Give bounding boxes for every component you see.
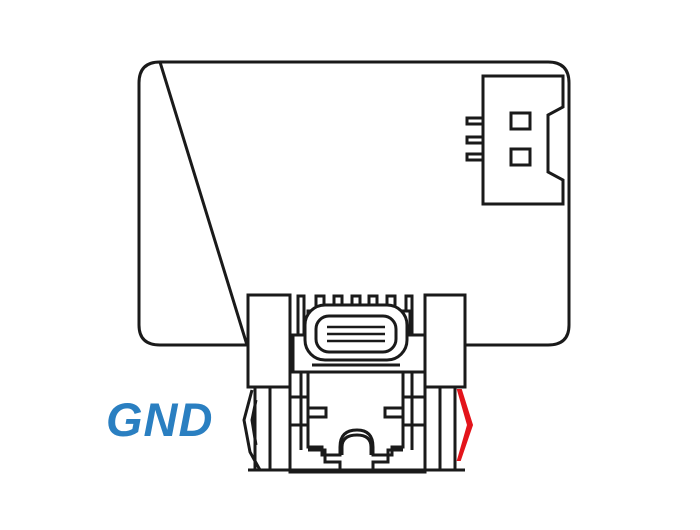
left-latch [242,389,262,471]
side-connector [465,74,565,206]
right-latch [456,389,474,461]
usb-c-connector [246,293,467,474]
board [137,60,571,347]
gnd-label: GND [106,393,214,446]
